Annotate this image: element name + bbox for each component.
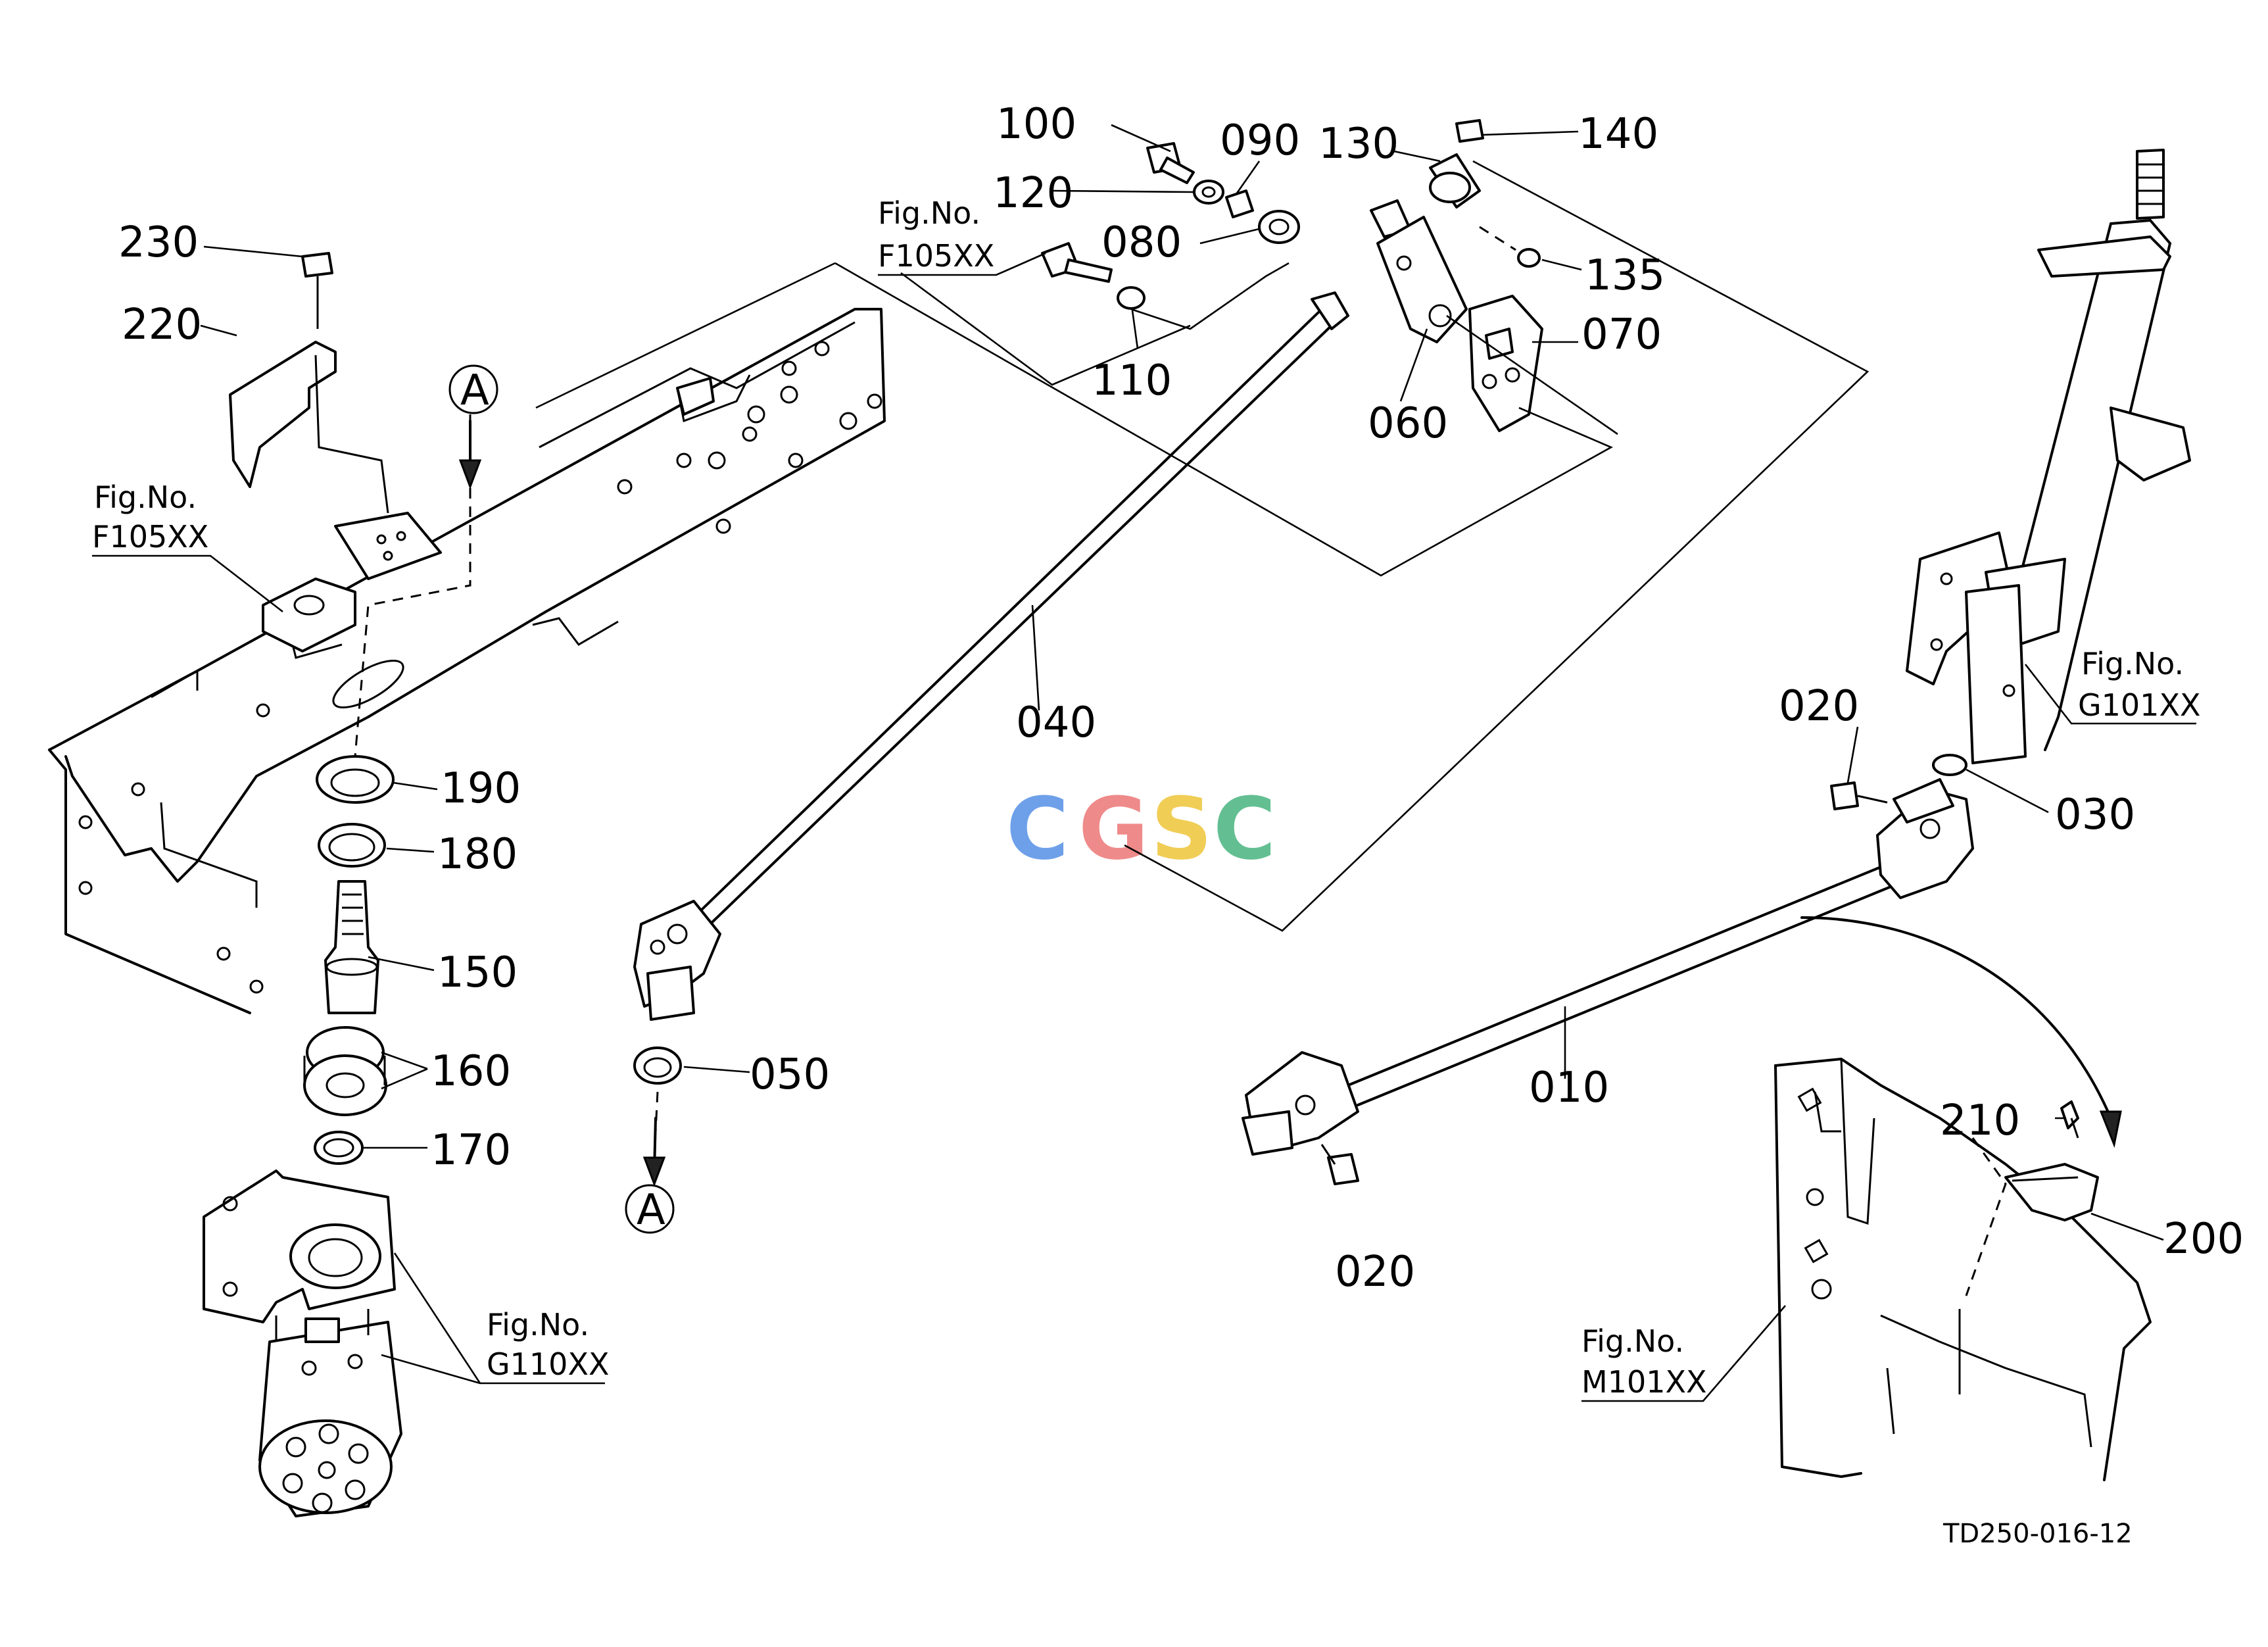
part-090-collar — [1225, 189, 1254, 218]
figure-ref-code: G101XX — [2078, 687, 2200, 723]
callout-130: 130 — [1318, 120, 1399, 168]
callout-135: 135 — [1585, 251, 1665, 300]
part-180-snap-ring — [318, 823, 386, 868]
hardware-guide-line — [1479, 226, 1516, 251]
part-170-ring — [314, 1131, 364, 1165]
figure-ref-prefix: Fig.No. — [1581, 1323, 1684, 1359]
figure-ref-code: G110XX — [487, 1346, 609, 1382]
callout-020-lower: 020 — [1335, 1248, 1415, 1296]
callout-160: 160 — [431, 1047, 511, 1096]
part-140-bolt — [1455, 119, 1484, 143]
part-020-bolt-lower — [1320, 1144, 1359, 1185]
hardware-guide-line — [1130, 262, 1290, 330]
part-110-bolt-washer — [1041, 242, 1146, 310]
assembly-arrow — [1800, 916, 2112, 1119]
figure-ref-code: M101XX — [1581, 1364, 1707, 1400]
drawing-code: TD250-016-12 — [1942, 1519, 2133, 1549]
reference-outline — [535, 160, 1870, 932]
callout-200: 200 — [2163, 1215, 2244, 1264]
section-marker-bottom: A — [625, 1184, 675, 1235]
part-220-bracket — [229, 341, 442, 580]
watermark-letter: G — [1078, 779, 1149, 879]
callout-190: 190 — [441, 764, 521, 813]
callout-080: 080 — [1101, 218, 1182, 267]
part-210-clip — [2060, 1100, 2079, 1139]
callout-140: 140 — [1578, 110, 1658, 159]
figure-ref-m101: Fig.No. M101XX — [1581, 1305, 1786, 1402]
callout-050: 050 — [750, 1050, 830, 1099]
callout-110: 110 — [1092, 356, 1172, 405]
figure-ref-f105-top: Fig.No. F105XX — [878, 195, 1046, 276]
callout-070: 070 — [1581, 310, 1662, 359]
part-050-bushing — [633, 1046, 682, 1085]
callout-040: 040 — [1016, 699, 1096, 747]
arrow-head-bottom — [642, 1156, 666, 1187]
callout-210: 210 — [1940, 1096, 2020, 1145]
callout-180: 180 — [437, 830, 518, 879]
part-number-labels: 100 090 130 140 120 080 135 070 110 060 … — [118, 100, 2244, 1296]
dash-panel — [1774, 1058, 2152, 1481]
part-160-bearing — [303, 1026, 387, 1116]
figure-ref-code: F105XX — [92, 519, 208, 554]
figure-ref-code: F105XX — [878, 238, 994, 274]
part-010-shaft — [1242, 778, 1974, 1156]
callout-020-upper: 020 — [1779, 682, 1859, 731]
section-marker-top: A — [448, 364, 498, 415]
callout-170: 170 — [431, 1126, 511, 1175]
arrow-head-top — [458, 459, 482, 490]
part-135-nut — [1517, 248, 1541, 268]
part-130-bracket — [1370, 153, 1481, 238]
leader-lines — [200, 124, 2164, 1241]
part-070-plate — [1468, 295, 1543, 432]
part-040-shaft — [633, 291, 1349, 1021]
callout-090: 090 — [1220, 116, 1300, 165]
part-060-plate — [1376, 216, 1468, 343]
steering-unit-assembly — [203, 1169, 402, 1517]
watermark-letter: S — [1151, 779, 1213, 879]
guide-line-A-lower — [654, 1091, 659, 1132]
figure-ref-prefix: Fig.No. — [94, 479, 197, 515]
figure-ref-g101: Fig.No. G101XX — [2024, 646, 2200, 725]
figure-ref-g110: Fig.No. G110XX — [381, 1252, 609, 1385]
part-230-bolt — [301, 252, 333, 329]
part-150-shaft — [324, 880, 379, 1014]
watermark-logo: C G S C — [1006, 779, 1276, 879]
callout-220: 220 — [122, 301, 202, 349]
assembly-arrow-head — [2099, 1110, 2122, 1148]
callout-060: 060 — [1368, 399, 1448, 448]
figure-ref-prefix: Fig.No. — [878, 195, 980, 231]
figure-ref-prefix: Fig.No. — [2081, 646, 2184, 681]
part-200-cover — [2004, 1163, 2099, 1221]
part-190-seal — [316, 755, 395, 804]
figure-ref-prefix: Fig.No. — [487, 1307, 589, 1342]
section-marker-label: A — [460, 366, 489, 415]
steering-column-assembly — [1906, 149, 2191, 764]
callout-120: 120 — [993, 169, 1073, 218]
part-020-bolt-upper — [1830, 781, 1888, 810]
callout-010: 010 — [1529, 1064, 1609, 1112]
part-120-washer — [1193, 180, 1224, 205]
callout-030: 030 — [2055, 791, 2135, 839]
part-100-bolt — [1146, 142, 1195, 184]
figure-ref-f105-left: Fig.No. F105XX — [92, 479, 283, 613]
section-marker-label: A — [637, 1186, 665, 1235]
part-030-washer — [1932, 754, 1967, 776]
part-080-bushing — [1258, 210, 1300, 244]
guide-line-A — [354, 414, 471, 757]
watermark-letter: C — [1006, 779, 1069, 879]
watermark-letter: C — [1213, 779, 1276, 879]
callout-100: 100 — [996, 100, 1076, 149]
frame-rail — [48, 308, 886, 1014]
callout-230: 230 — [118, 218, 199, 267]
callout-150: 150 — [437, 948, 518, 997]
